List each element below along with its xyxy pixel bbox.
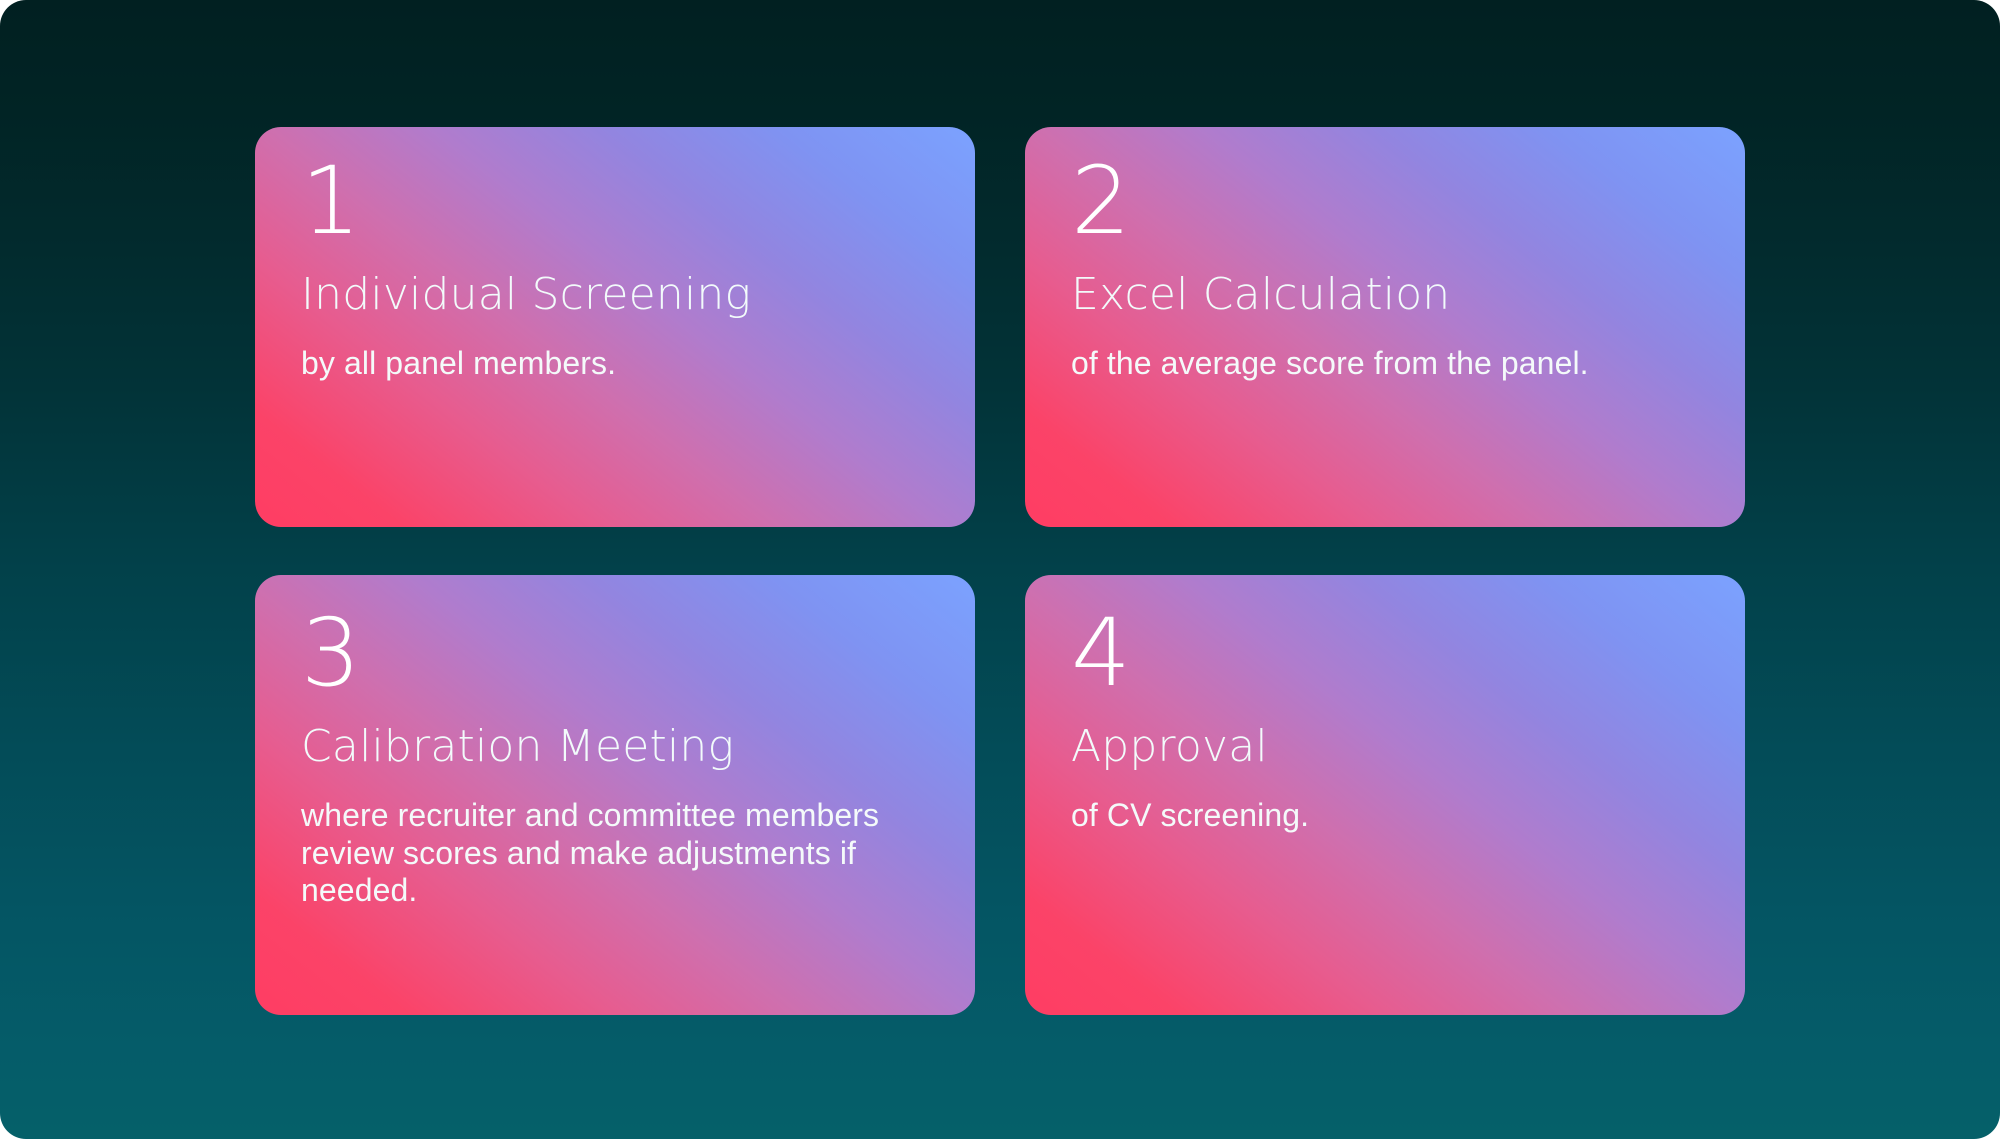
step-number-3: 3 xyxy=(301,599,361,708)
step-title-3: Calibration Meeting xyxy=(301,721,735,772)
step-title-1: Individual Screening xyxy=(301,269,752,320)
step-card-2[interactable]: 2 Excel Calculation of the average score… xyxy=(1025,127,1745,527)
step-title-2: Excel Calculation xyxy=(1071,269,1451,320)
steps-grid: 1 Individual Screening by all panel memb… xyxy=(255,127,1745,1015)
step-card-4-content: 4 Approval of CV screening. xyxy=(1027,577,1743,1013)
step-title-4: Approval xyxy=(1071,721,1268,772)
step-number-4: 4 xyxy=(1071,599,1131,708)
step-number-1: 1 xyxy=(301,147,361,256)
step-number-2: 2 xyxy=(1071,147,1131,256)
step-description-3: where recruiter and committee members re… xyxy=(301,797,880,909)
step-card-3[interactable]: 3 Calibration Meeting where recruiter an… xyxy=(255,575,975,1015)
step-card-1[interactable]: 1 Individual Screening by all panel memb… xyxy=(255,127,975,527)
step-description-2: of the average score from the panel. xyxy=(1071,345,1589,382)
step-card-4[interactable]: 4 Approval of CV screening. xyxy=(1025,575,1745,1015)
step-card-3-content: 3 Calibration Meeting where recruiter an… xyxy=(257,577,973,1013)
step-card-1-content: 1 Individual Screening by all panel memb… xyxy=(257,129,973,525)
step-card-2-content: 2 Excel Calculation of the average score… xyxy=(1027,129,1743,525)
step-description-1: by all panel members. xyxy=(301,345,617,382)
step-description-4: of CV screening. xyxy=(1071,797,1310,834)
